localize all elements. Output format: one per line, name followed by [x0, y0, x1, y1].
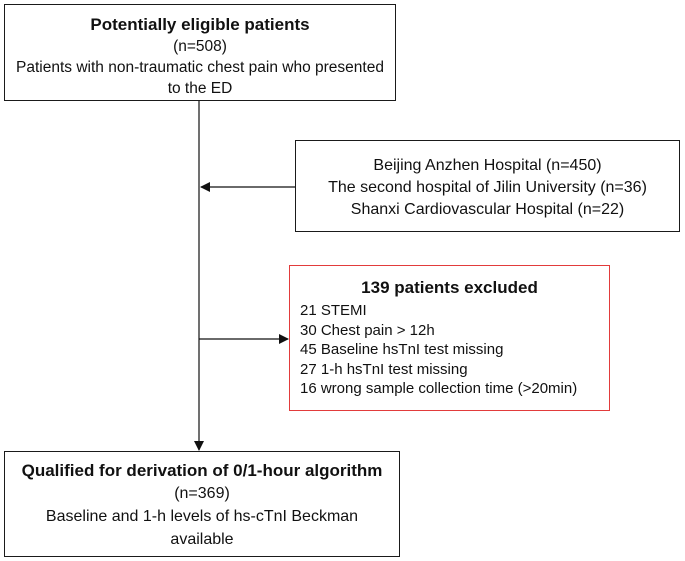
exclusion-item: 16 wrong sample collection time (>20min) — [300, 380, 578, 398]
hospital-source-2: The second hospital of Jilin University … — [328, 179, 647, 196]
qualified-title: Qualified for derivation of 0/1-hour alg… — [21, 461, 383, 480]
excluded-patients-box: 139 patients excluded 21 STEMI 30 Chest … — [289, 265, 610, 411]
exclusion-item: 27 1-h hsTnI test missing — [300, 360, 468, 378]
exclusion-item: 45 Baseline hsTnI test missing — [300, 341, 504, 359]
hospital-source-1: Beijing Anzhen Hospital (n=450) — [373, 157, 602, 174]
qualified-count: (n=369) — [174, 485, 230, 502]
exclusion-item: 21 STEMI — [300, 302, 367, 319]
eligible-patients-desc-1: Patients with non-traumatic chest pain w… — [16, 59, 384, 76]
hospital-sources-box: Beijing Anzhen Hospital (n=450) The seco… — [295, 140, 680, 232]
eligible-patients-count: (n=508) — [173, 38, 227, 55]
hospital-source-3: Shanxi Cardiovascular Hospital (n=22) — [350, 201, 625, 218]
eligible-patients-title: Potentially eligible patients — [90, 15, 310, 34]
qualified-desc-2: available — [170, 531, 234, 548]
eligible-patients-desc-2: to the ED — [167, 80, 233, 97]
qualified-patients-box: Qualified for derivation of 0/1-hour alg… — [4, 451, 400, 557]
exclusion-item: 30 Chest pain > 12h — [300, 321, 435, 339]
eligible-patients-box: Potentially eligible patients (n=508) Pa… — [4, 4, 396, 101]
excluded-title: 139 patients excluded — [361, 278, 538, 297]
qualified-desc-1: Baseline and 1-h levels of hs-cTnI Beckm… — [45, 508, 359, 525]
